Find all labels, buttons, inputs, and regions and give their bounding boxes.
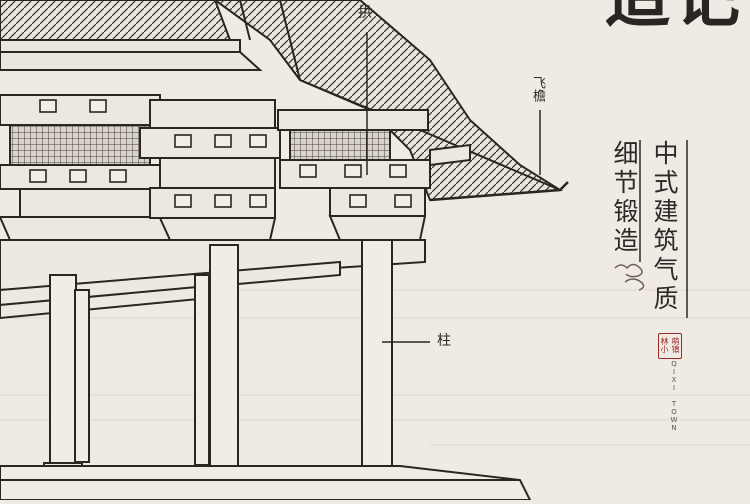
platform xyxy=(0,465,532,501)
label-pillar: 柱 xyxy=(437,333,451,349)
label-eave: 飞檐 xyxy=(530,76,545,102)
columns xyxy=(49,239,393,471)
slogan-line-1: 中式建筑气质 xyxy=(650,140,679,314)
slogan-line-2: 细节锻造 xyxy=(610,140,639,256)
bracket-sets xyxy=(0,94,471,241)
red-seal-stamp: 林萌 小镇 xyxy=(658,333,682,359)
label-bracket: 拱 xyxy=(358,5,372,21)
seal-english-text: QIXI TOWN xyxy=(670,360,678,432)
roof xyxy=(213,0,569,202)
title-fragment: 造记 xyxy=(604,0,744,30)
cloud-ornament xyxy=(614,263,645,291)
